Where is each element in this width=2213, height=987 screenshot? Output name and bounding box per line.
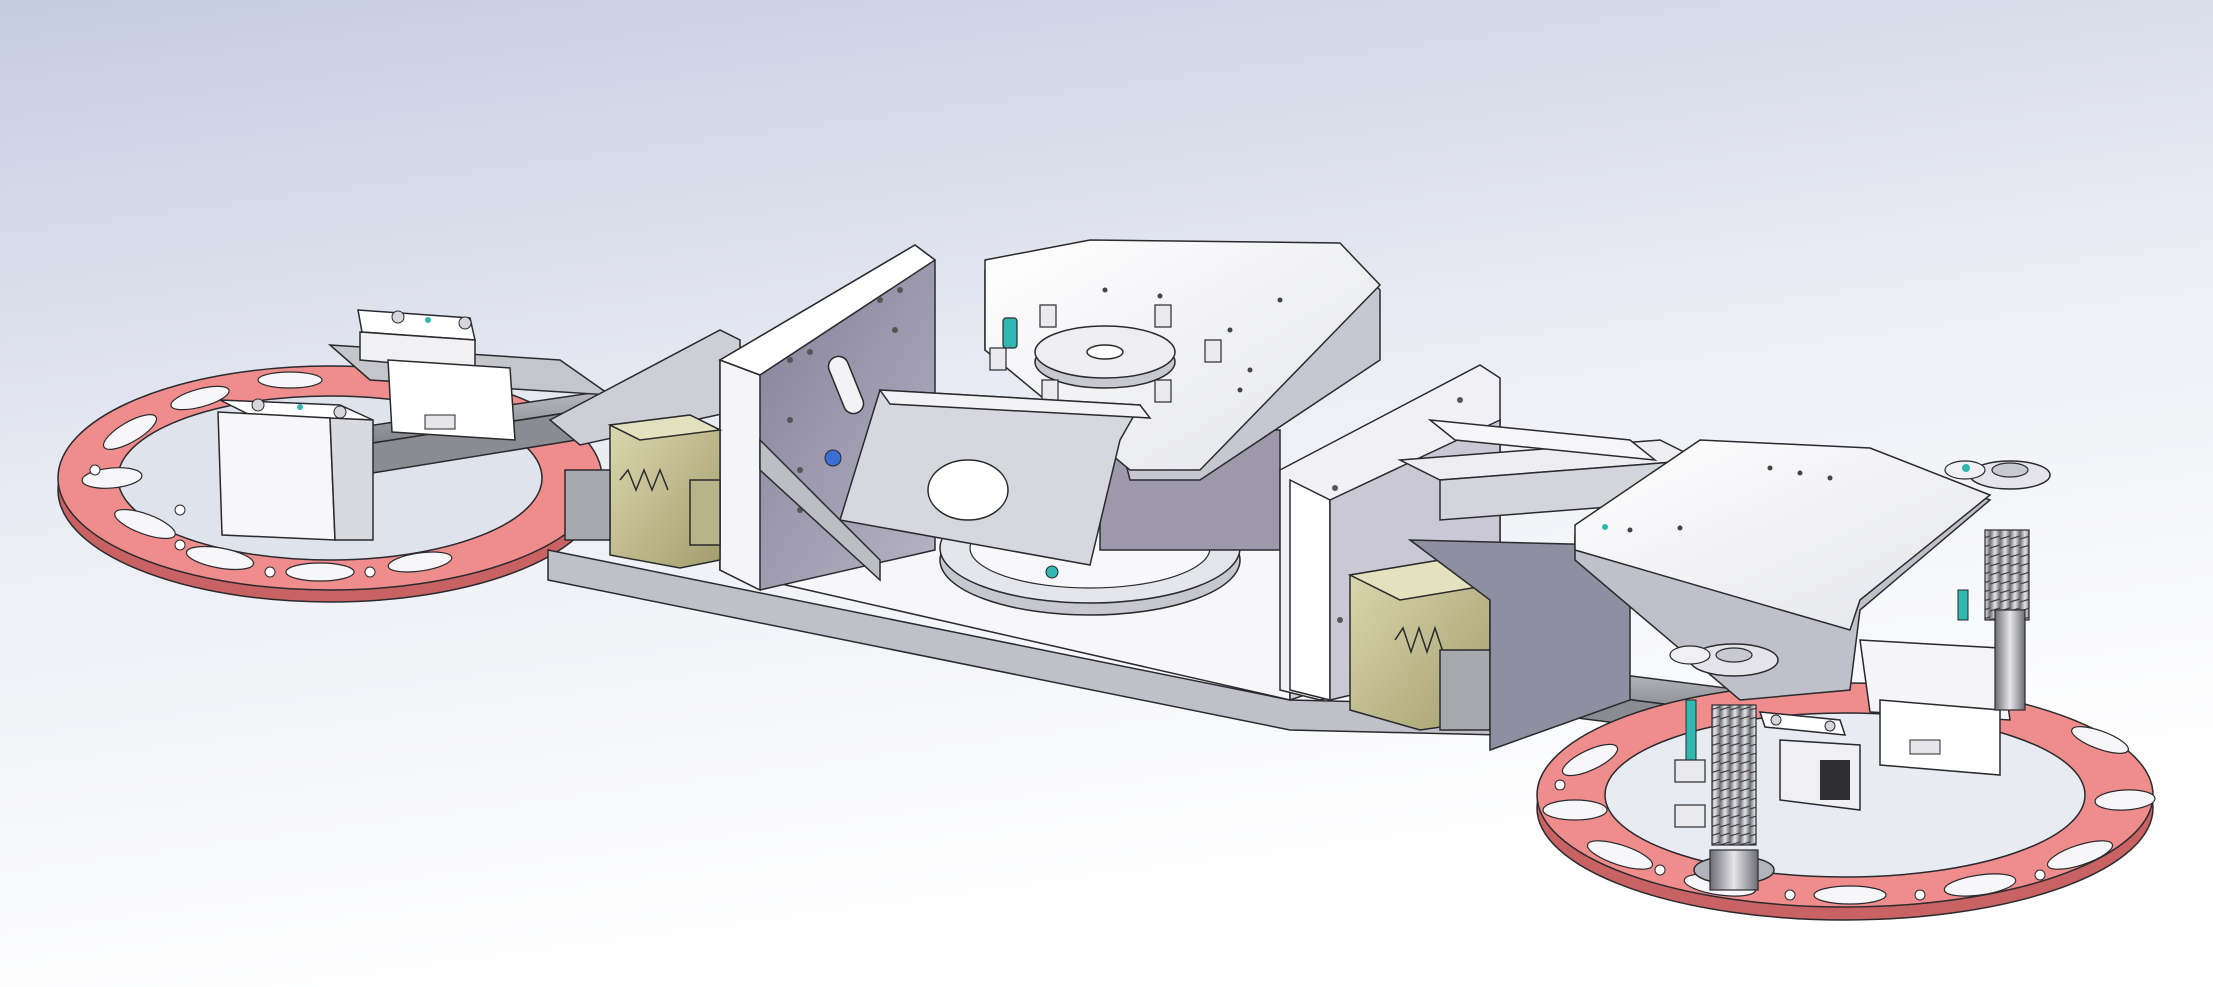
right-top-carriage-plate: [1574, 439, 1992, 701]
left-rear-carriage-block: [357, 309, 516, 441]
left-stepper-motor-icon[interactable]: [564, 414, 723, 569]
socket-head-screw-icon: [824, 317, 1059, 579]
left-front-carriage-block: [217, 398, 374, 541]
right-rear-carriage-block: [1779, 639, 2011, 811]
rear-compression-spring-icon: [1944, 460, 2051, 711]
front-angle-bracket: [759, 389, 1152, 582]
front-compression-spring-icon: [1669, 643, 1779, 891]
right-front-carriage-block: [1758, 711, 1847, 736]
right-stepper-motor-icon[interactable]: [1347, 559, 1493, 731]
